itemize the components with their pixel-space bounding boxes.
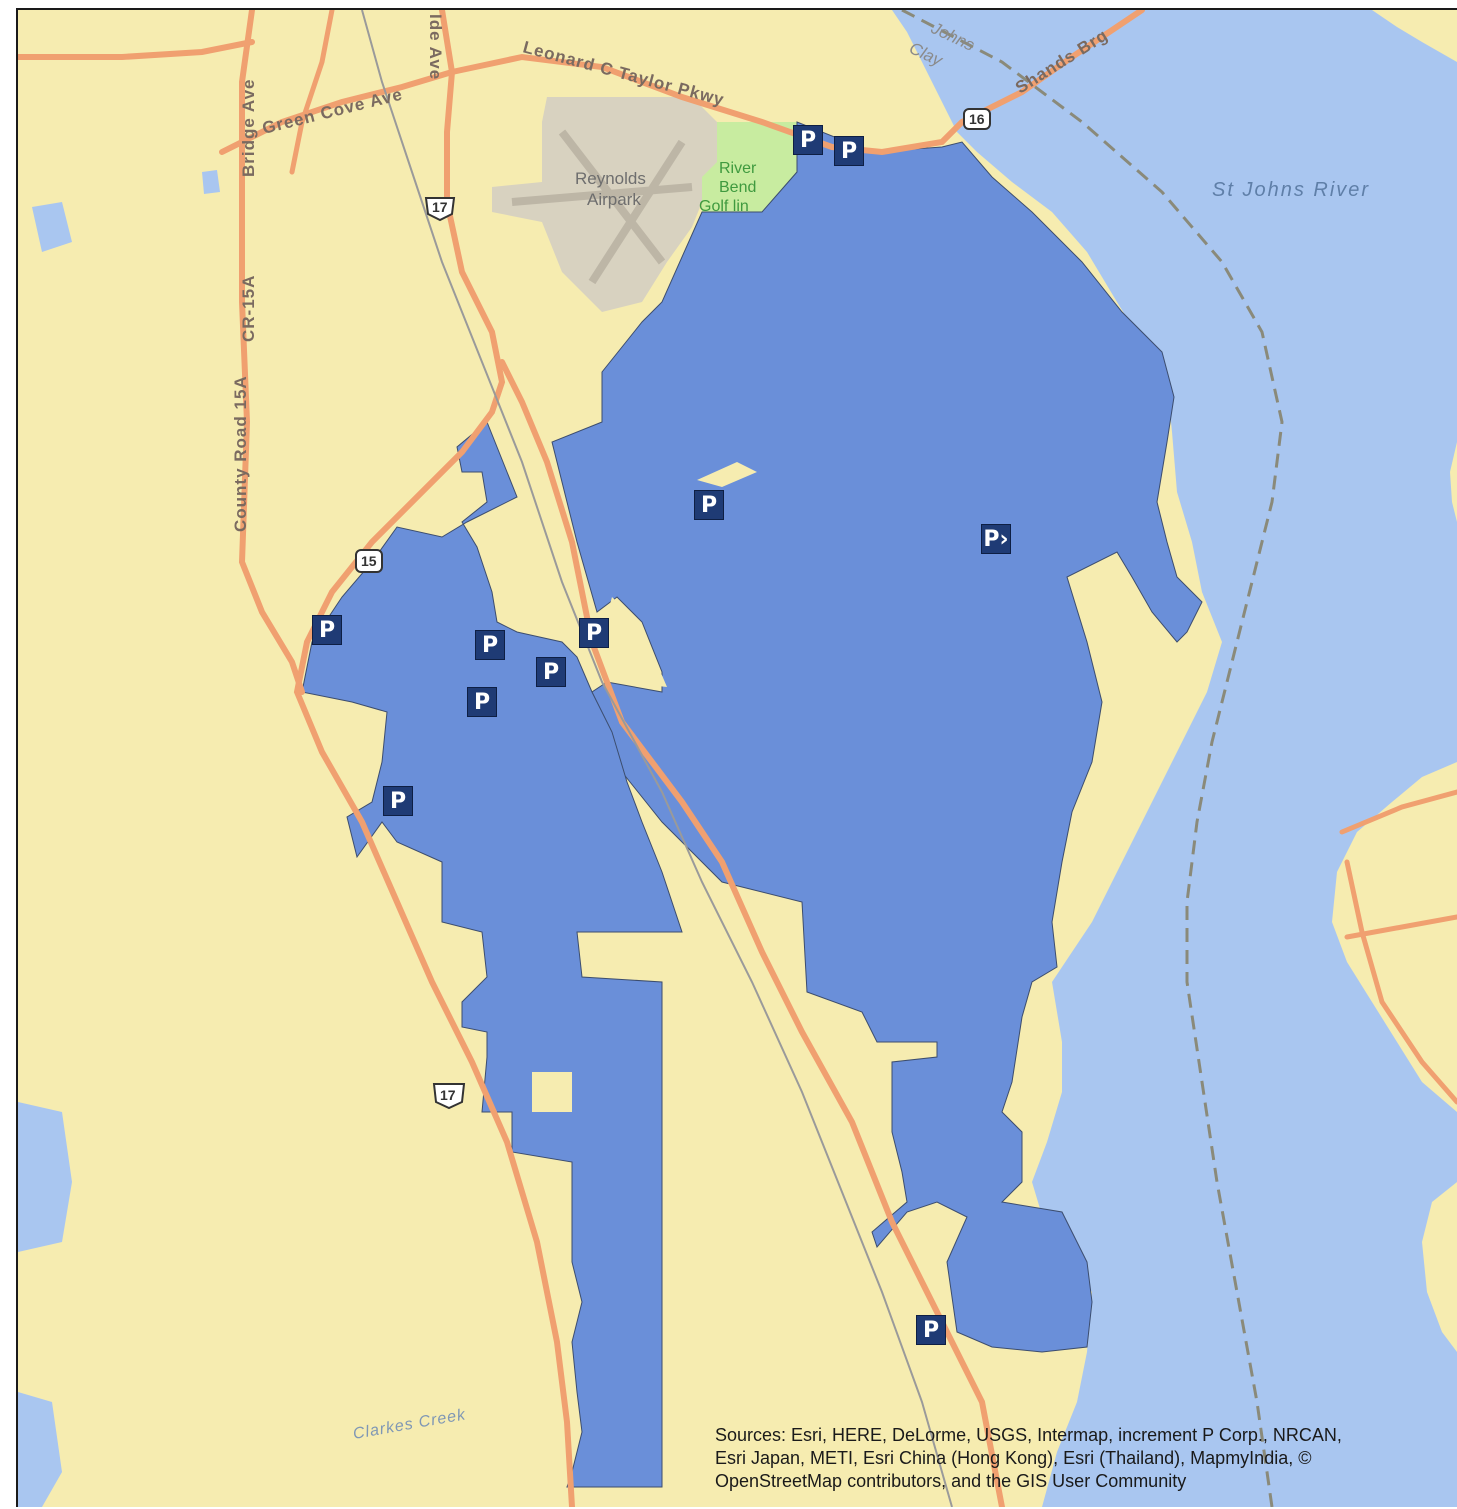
west-region-cutout: [532, 1072, 572, 1112]
st-johns-river-water: [892, 10, 1457, 1507]
west-water-1: [18, 1102, 72, 1252]
map-attribution: Sources: Esri, HERE, DeLorme, USGS, Inte…: [715, 1424, 1435, 1493]
sr16-south-road: [499, 359, 1005, 1507]
parking-marker-4[interactable]: P›: [981, 524, 1011, 554]
shands-bridge-road: [959, 10, 1145, 125]
east-shore-road: [1339, 789, 1457, 835]
sr16-shield: 16: [963, 108, 991, 130]
small-island-cutout: [697, 462, 757, 487]
highlighted-region-west: [301, 421, 683, 1488]
runway-2: [558, 129, 666, 265]
north-road: [289, 10, 335, 175]
svg-text:15: 15: [361, 553, 377, 569]
map-layers: Green Cove Ave Leonard C Taylor Pkwy Sha…: [18, 10, 1457, 1507]
leonard-c-taylor-pkwy: [449, 53, 965, 156]
west-water-4: [202, 170, 220, 194]
bridge-ave-label: Bridge Ave: [239, 79, 258, 178]
east-diagonal-road: [1344, 859, 1457, 1105]
west-road: [18, 39, 255, 60]
svg-text:17: 17: [440, 1087, 456, 1103]
golf-links-label: Golf lin: [699, 198, 749, 215]
attribution-line-2: Esri Japan, METI, Esri China (Hong Kong)…: [715, 1448, 1312, 1468]
cr-15a-label: CR-15A: [239, 275, 258, 342]
county-boundary-line: [901, 10, 1284, 1507]
east-island-land: [1422, 1182, 1457, 1352]
attribution-line-3: OpenStreetMap contributors, and the GIS …: [715, 1471, 1187, 1491]
parking-marker-11[interactable]: P: [916, 1315, 946, 1345]
sr15-shield: 15: [355, 549, 383, 573]
svg-text:16: 16: [969, 111, 985, 127]
airpark-label: Airpark: [587, 190, 641, 209]
reynolds-label: Reynolds: [575, 169, 646, 188]
runway-3: [588, 139, 686, 285]
st-johns-river-label: St Johns River: [1212, 179, 1370, 201]
county-road-15a: [238, 10, 305, 695]
parking-marker-8[interactable]: P: [536, 657, 566, 687]
county-road-15a-label: County Road 15A: [231, 375, 250, 532]
west-water-2: [18, 1392, 62, 1507]
ide-ave-label: Ide Ave: [426, 14, 445, 80]
us17-shield-bottom: 17: [432, 1083, 466, 1110]
river-label: River: [719, 160, 757, 177]
parking-marker-10[interactable]: P: [383, 786, 413, 816]
railroad: [361, 10, 953, 1507]
parking-marker-3[interactable]: P: [694, 490, 724, 520]
attribution-line-1: Sources: Esri, HERE, DeLorme, USGS, Inte…: [715, 1425, 1342, 1445]
svg-text:17: 17: [432, 199, 448, 215]
river-bend-golf-links-area: [702, 122, 797, 212]
parking-marker-9[interactable]: P: [467, 687, 497, 717]
parking-marker-5[interactable]: P: [312, 615, 342, 645]
parking-marker-2[interactable]: P: [834, 136, 864, 166]
us17-shield-top: 17: [424, 197, 456, 222]
east-cross-road: [1344, 914, 1457, 940]
highlighted-region-main: [551, 121, 1203, 1353]
bend-label: Bend: [719, 179, 756, 196]
east-peninsula-land: [1340, 772, 1457, 1102]
northeast-shore-land: [1372, 10, 1457, 62]
central-peninsula-cutout: [597, 597, 667, 687]
green-cove-ave: [219, 69, 455, 155]
west-water-3: [32, 202, 72, 252]
parking-marker-7[interactable]: P: [579, 618, 609, 648]
parking-marker-6[interactable]: P: [475, 630, 505, 660]
parking-marker-1[interactable]: P: [793, 125, 823, 155]
map-canvas[interactable]: Green Cove Ave Leonard C Taylor Pkwy Sha…: [16, 8, 1457, 1507]
runway-1: [511, 183, 693, 206]
